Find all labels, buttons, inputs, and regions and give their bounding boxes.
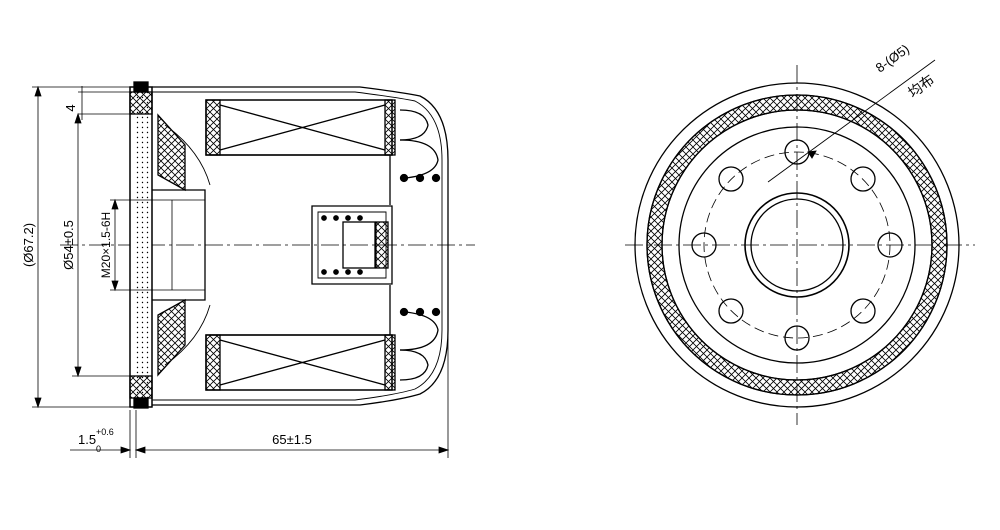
- oil-hole: [691, 232, 717, 258]
- spring: [399, 109, 441, 381]
- center-bore-inner: [750, 198, 844, 292]
- oil-hole: [784, 325, 810, 351]
- dim-top-thickness: 4: [63, 104, 78, 111]
- holes-note: 均布: [905, 71, 937, 100]
- dimension-lines: [32, 85, 450, 458]
- gasket-bottom: [129, 375, 153, 399]
- oil-hole: [877, 232, 903, 258]
- dim-gasket-diameter: Ø54±0.5: [61, 220, 76, 270]
- side-view: [32, 81, 475, 458]
- end-view: [625, 59, 975, 425]
- dim-thread: M20×1.5-6H: [99, 212, 113, 278]
- bypass-valve: [311, 205, 393, 285]
- gasket-top: [129, 91, 153, 115]
- base-plate: [129, 81, 153, 409]
- oil-holes: [691, 139, 903, 351]
- holes-leader: [767, 59, 936, 183]
- holes-label: 8-(Ø5): [873, 41, 912, 75]
- svg-text:+0.6: +0.6: [96, 427, 114, 437]
- svg-text:0: 0: [96, 444, 101, 454]
- outer-rim: [634, 82, 960, 408]
- oil-hole: [718, 298, 744, 324]
- svg-text:1.5: 1.5: [78, 432, 96, 447]
- filter-media-lower: [205, 334, 396, 391]
- filter-media-upper: [205, 99, 396, 156]
- base-plate-face: [678, 126, 916, 364]
- dim-body-diameter: (Ø67.2): [21, 223, 36, 267]
- threaded-hub: [152, 113, 211, 377]
- oil-hole: [850, 166, 876, 192]
- outer-can: [152, 86, 449, 406]
- dim-offset: 1.5 +0.6 0: [78, 427, 114, 454]
- oil-hole: [718, 166, 744, 192]
- oil-hole: [850, 298, 876, 324]
- dim-length: 65±1.5: [272, 432, 312, 447]
- center-bore-outer: [744, 192, 850, 298]
- bolt-circle: [703, 151, 891, 339]
